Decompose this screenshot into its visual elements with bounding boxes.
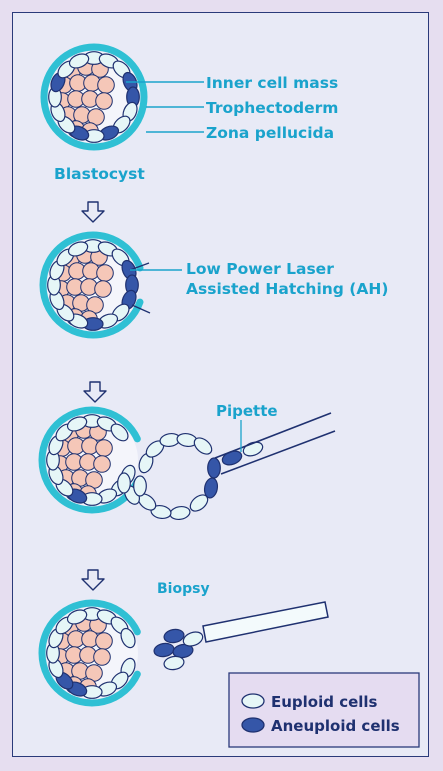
down-arrow-icon	[83, 381, 107, 403]
euploid-cell	[133, 475, 147, 497]
down-arrow-icon	[81, 569, 105, 591]
euploid-cell	[169, 505, 191, 521]
leader-lines-1	[126, 81, 204, 133]
label-inner-cell-mass: Inner cell mass	[206, 74, 338, 92]
blastocyst-embryo	[40, 43, 148, 151]
icm-cell	[96, 264, 114, 282]
zona-pellucida	[38, 599, 141, 707]
icm-cell	[93, 455, 111, 473]
euploid-cell	[110, 423, 129, 442]
icm-cell	[95, 439, 113, 457]
legend: Euploid cells Aneuploid cells	[228, 672, 420, 748]
euploid-cell	[68, 53, 90, 69]
aneuploid-cell	[153, 642, 175, 658]
zona-pellucida	[38, 406, 141, 514]
herniating-embryo	[38, 406, 264, 521]
pipette-icon	[214, 412, 336, 475]
icm-cell	[95, 92, 113, 110]
euploid-cell	[163, 655, 185, 671]
euploid-cell	[66, 609, 88, 625]
icm-cell	[97, 76, 115, 94]
euploid-cell	[67, 241, 89, 257]
label-laser-line1: Low Power Laser	[186, 260, 334, 278]
aneuploid-cell	[203, 477, 219, 499]
icm-cell	[95, 632, 113, 650]
icm-cell	[94, 280, 112, 298]
euploid-cell	[117, 472, 131, 494]
laser-hatching-embryo	[39, 231, 151, 339]
icm-cell	[93, 648, 111, 666]
euploid-cell	[182, 631, 204, 647]
aneuploid-cell	[207, 457, 221, 479]
zona-pellucida	[40, 43, 148, 151]
euploid-cell	[189, 494, 209, 512]
legend-aneuploid-label: Aneuploid cells	[271, 717, 400, 735]
biopsied-embryo	[38, 599, 141, 707]
euploid-cell	[120, 627, 136, 649]
aneuploid-cell	[172, 643, 194, 659]
laser-mark	[131, 304, 151, 314]
laser-mark	[129, 262, 150, 271]
down-arrow-icon	[81, 201, 105, 223]
label-blastocyst: Blastocyst	[54, 165, 145, 183]
label-biopsy: Biopsy	[157, 581, 210, 597]
pipette-tube-icon	[202, 601, 329, 643]
label-zona-pellucida: Zona pellucida	[206, 124, 334, 142]
aneuploid-legend-icon	[241, 717, 265, 733]
euploid-legend-icon	[241, 693, 265, 709]
label-pipette: Pipette	[216, 402, 278, 420]
label-trophectoderm: Trophectoderm	[206, 99, 338, 117]
label-laser-line2: Assisted Hatching (AH)	[186, 280, 388, 298]
euploid-cell	[193, 437, 213, 455]
euploid-cell	[66, 416, 88, 432]
legend-euploid-label: Euploid cells	[271, 693, 378, 711]
aneuploid-cell	[163, 628, 185, 644]
zona-pellucida	[39, 231, 144, 339]
biopsy-cluster	[153, 628, 204, 671]
